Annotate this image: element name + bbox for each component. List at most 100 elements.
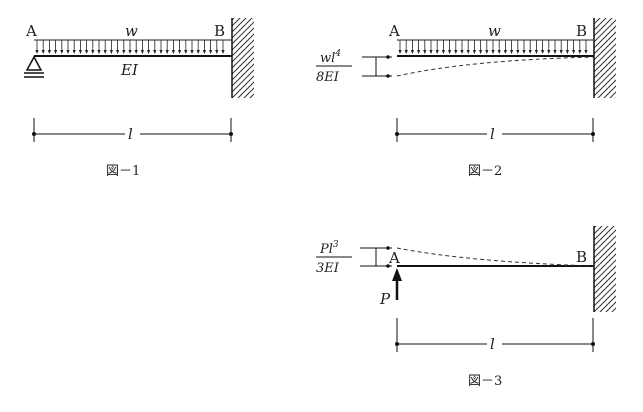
load-arrow-head [491, 50, 495, 54]
load-arrow-head [78, 50, 82, 54]
load-label: w [125, 22, 138, 40]
deflected-shape [396, 56, 595, 77]
load-arrow-head [565, 50, 569, 54]
load-arrow-head [147, 50, 151, 54]
distributed-load [397, 39, 594, 54]
load-arrow-head [184, 50, 188, 54]
load-arrow-head [435, 50, 439, 54]
load-arrow-head [103, 50, 107, 54]
load-arrow-head [541, 50, 545, 54]
load-arrow-head [578, 50, 582, 54]
pin-support-a [24, 55, 44, 78]
load-label: w [488, 22, 501, 40]
deflected-shape [396, 247, 595, 267]
load-arrow-head [134, 50, 138, 54]
length-label: l [490, 335, 495, 353]
load-arrow-head [510, 50, 514, 54]
load-arrow-head [454, 50, 458, 54]
label-b: B [576, 22, 587, 40]
load-arrow-head [429, 50, 433, 54]
load-arrow-head [215, 50, 219, 54]
load-arrow-head [221, 50, 225, 54]
load-arrow-head [153, 50, 157, 54]
dimension-line [395, 318, 595, 352]
load-arrow-head [479, 50, 483, 54]
caption: 図－2 [468, 164, 502, 179]
fixed-wall-b [232, 18, 254, 98]
load-arrow-head [559, 50, 563, 54]
label-a: A [25, 22, 37, 40]
load-arrows [35, 40, 225, 54]
load-arrow-head [85, 50, 89, 54]
load-arrow-head [460, 50, 464, 54]
load-arrow-head [410, 50, 414, 54]
load-arrow-head [47, 50, 51, 54]
load-arrow-head [547, 50, 551, 54]
load-arrow-head [196, 50, 200, 54]
load-arrow-head [584, 50, 588, 54]
load-arrow-head [171, 50, 175, 54]
length-label: l [490, 125, 495, 143]
load-arrow-head [109, 50, 113, 54]
dimension-line [32, 118, 233, 142]
deflection-denominator: 8EI [316, 70, 340, 85]
load-arrow-head [553, 50, 557, 54]
load-arrow-head [91, 50, 95, 54]
load-arrow-head [472, 50, 476, 54]
label-b: B [576, 248, 587, 266]
load-arrow-head [116, 50, 120, 54]
load-arrow-head [178, 50, 182, 54]
point-force-p [392, 268, 402, 300]
load-arrow-head [54, 50, 58, 54]
load-arrow-head [572, 50, 576, 54]
load-arrow-head [466, 50, 470, 54]
load-arrow-head [497, 50, 501, 54]
load-arrow-head [72, 50, 76, 54]
caption: 図－1 [106, 164, 140, 179]
load-arrow-head [202, 50, 206, 54]
figure-1: A B w EI l 図－1 [24, 18, 254, 179]
load-arrow-head [441, 50, 445, 54]
load-arrow-head [66, 50, 70, 54]
label-b: B [214, 22, 225, 40]
deflection-dimension [316, 246, 392, 268]
figure-3: Pl3 3EI P A B l 図－3 [316, 226, 616, 389]
load-arrow-head [122, 50, 126, 54]
load-arrow-head [190, 50, 194, 54]
load-arrow-head [528, 50, 532, 54]
load-arrow-head [97, 50, 101, 54]
load-arrow-head [60, 50, 64, 54]
caption: 図－3 [468, 374, 502, 389]
load-arrow-head [404, 50, 408, 54]
load-arrow-head [128, 50, 132, 54]
load-arrow-head [516, 50, 520, 54]
load-arrow-head [485, 50, 489, 54]
load-arrow-head [398, 50, 402, 54]
deflection-denominator: 3EI [316, 261, 340, 276]
load-arrow-head [35, 50, 39, 54]
load-arrow-head [140, 50, 144, 54]
load-arrow-head [209, 50, 213, 54]
label-a: A [388, 22, 400, 40]
load-arrows [398, 40, 588, 54]
load-arrow-head [165, 50, 169, 54]
fixed-wall-b [594, 226, 616, 312]
fixed-wall-b [594, 18, 616, 98]
load-arrow-head [159, 50, 163, 54]
deflection-dimension [316, 55, 392, 78]
figure-2: wl4 8EI A B w l 図－2 [316, 18, 616, 179]
load-arrow-head [522, 50, 526, 54]
load-arrow-head [417, 50, 421, 54]
load-arrow-head [503, 50, 507, 54]
stiffness-label: EI [120, 61, 139, 79]
load-arrow-head [534, 50, 538, 54]
load-arrow-head [448, 50, 452, 54]
deflection-numerator: wl4 [320, 49, 341, 66]
dimension-line [395, 118, 595, 142]
distributed-load [34, 39, 232, 54]
length-label: l [128, 125, 133, 143]
load-arrow-head [423, 50, 427, 54]
force-label: P [379, 290, 391, 308]
